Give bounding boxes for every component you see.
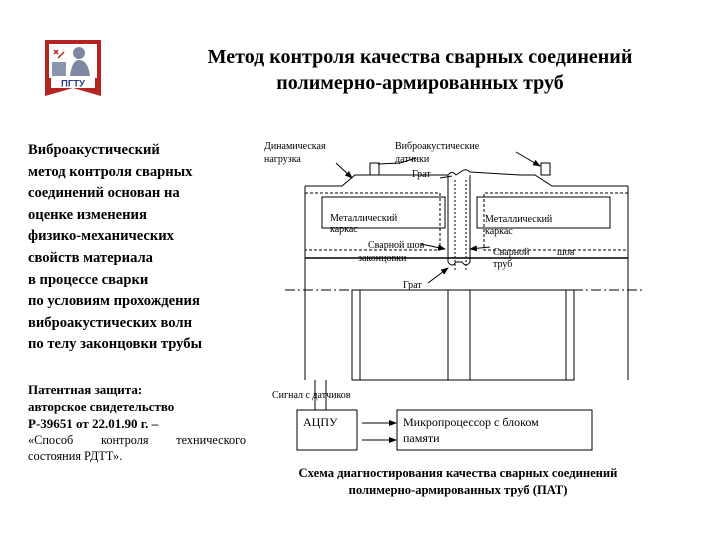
label-sensors-1: Виброакустические — [395, 141, 480, 152]
label-sensors-2: датчики — [395, 154, 430, 165]
pipe-outer-left — [305, 174, 372, 187]
description-line: оценке изменения — [28, 206, 147, 223]
patent-line: «Способ контроля технического — [28, 433, 246, 447]
label-weld-right-2: шов — [557, 247, 575, 258]
diagram-caption: Схема диагностирования качества сварных … — [258, 465, 658, 499]
description-line: в процессе сварки — [28, 271, 149, 288]
label-dynamic-load-1: Динамическая — [264, 141, 326, 152]
adc-box — [296, 409, 358, 451]
weld-seam — [447, 175, 471, 266]
label-signal: Сигнал с датчиков — [272, 390, 351, 401]
description-line: по телу законцовки трубы — [28, 336, 202, 353]
pipe-top-joint — [372, 169, 521, 176]
pipe-diagnostic-diagram: Динамическая нагрузка Виброакустические … — [264, 141, 645, 451]
label-micro-1: Микропроцессор с блоком — [403, 415, 539, 429]
label-frame-left-2: каркас — [330, 224, 358, 235]
weld-dashed-left — [305, 192, 441, 251]
patent-block: Патентная защита: авторское свидетельств… — [28, 381, 246, 464]
description-line: метод контроля сварных — [28, 163, 193, 180]
pipe-outer-right — [520, 174, 628, 187]
sensor-right — [540, 162, 551, 176]
method-description: Виброакустический метод контроля сварных… — [28, 140, 258, 356]
patent-line: состояния РДТТ». — [28, 449, 123, 463]
patent-line: Р-39651 от 22.01.90 г. – — [28, 416, 159, 431]
microprocessor-box — [396, 409, 593, 451]
label-frame-left-1: Металлический — [330, 213, 398, 224]
caption-line-1: Схема диагностирования качества сварных … — [298, 466, 618, 480]
patent-line: авторское свидетельство — [28, 399, 175, 414]
label-weld-left-1: Сварной шов — [368, 240, 425, 251]
label-frame-right-1: Металлический — [485, 214, 553, 225]
label-frame-right-2: каркас — [485, 226, 513, 237]
frame-left-box — [321, 196, 446, 229]
patent-heading: Патентная защита: — [28, 382, 143, 397]
description-line: виброакустических волн — [28, 314, 193, 331]
frame-right-box — [476, 196, 611, 229]
label-adc: АЦПУ — [303, 415, 338, 429]
label-grat-mid: Грат — [403, 280, 422, 291]
description-line: физико-механических — [28, 228, 174, 245]
page-title: Метод контроля качества сварных соединен… — [150, 44, 690, 96]
weld-dashed-right — [483, 192, 628, 251]
description-line: соединений основан на — [28, 185, 180, 202]
description-line: Виброакустический — [28, 142, 160, 158]
label-dynamic-load-2: нагрузка — [264, 154, 301, 165]
title-line-1: Метод контроля качества сварных соединен… — [207, 46, 633, 68]
label-micro-2: памяти — [403, 431, 440, 445]
description-line: свойств материала — [28, 249, 153, 266]
caption-line-2: полимерно-армированных труб (ПАТ) — [348, 483, 568, 497]
university-logo: ПГТУ — [45, 40, 101, 96]
label-grat-top: Грат — [412, 169, 431, 180]
description-line: по условиям прохождения — [28, 293, 200, 310]
pipe-core — [351, 289, 575, 381]
label-weld-right-1: Сварной — [493, 247, 530, 258]
label-weld-left-2: законцовки — [358, 253, 407, 264]
logo-text: ПГТУ — [61, 79, 85, 90]
label-weld-right-3: труб — [493, 259, 512, 270]
title-line-2: полимерно-армированных труб — [276, 72, 564, 94]
sensor-left — [369, 162, 380, 176]
